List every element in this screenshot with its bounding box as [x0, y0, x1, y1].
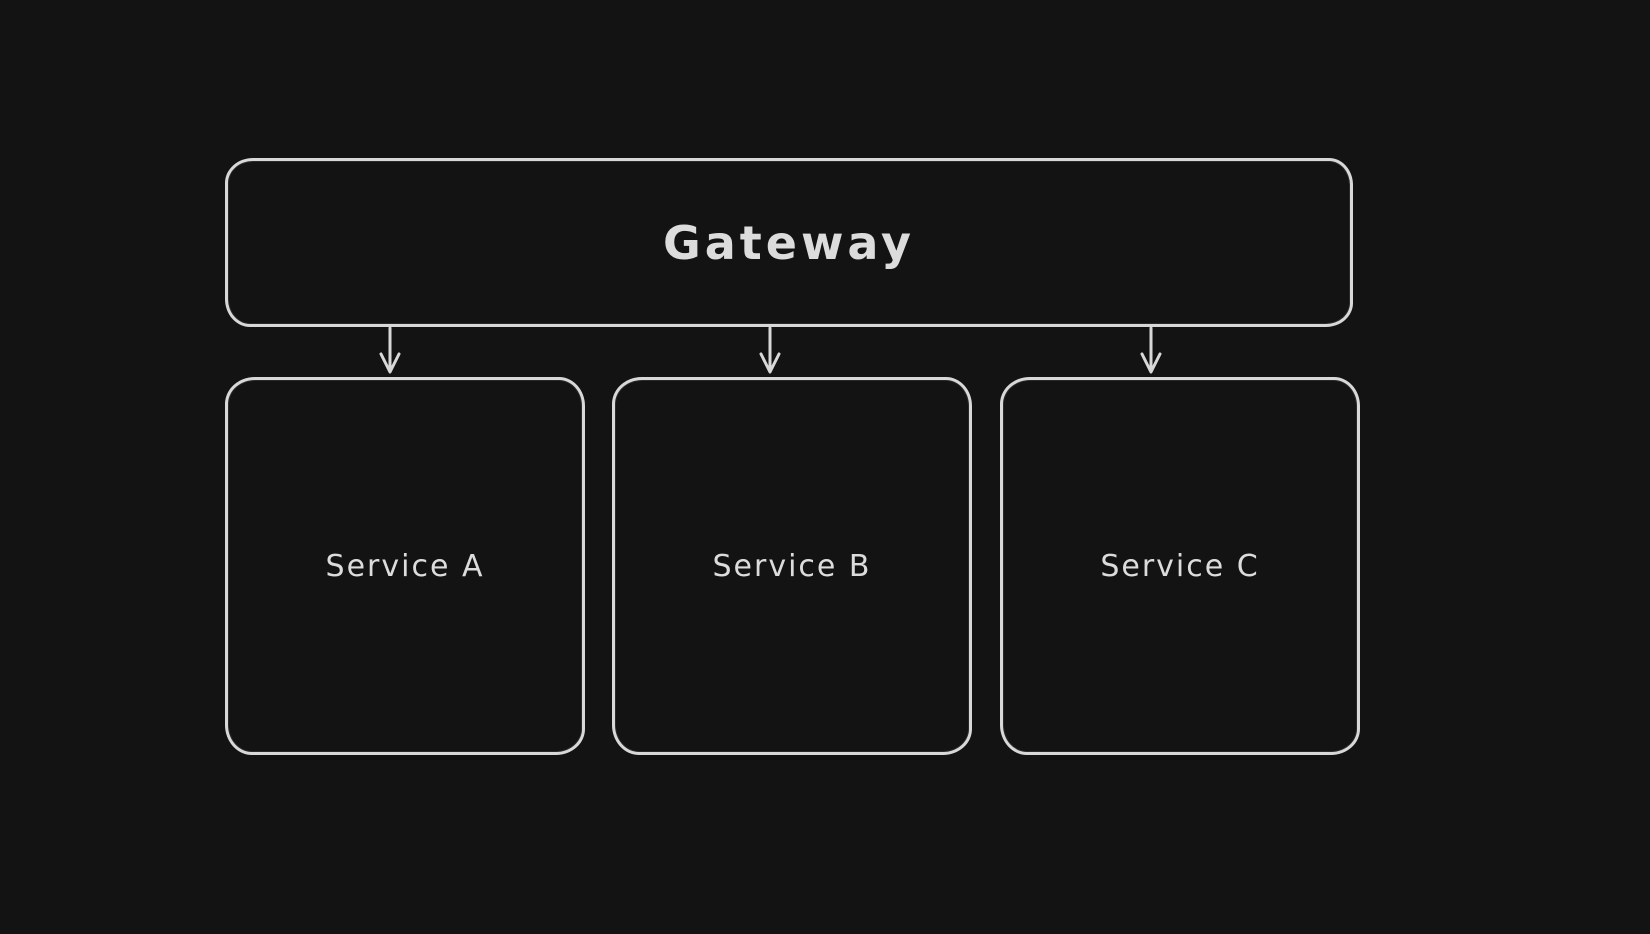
- node-service-a[interactable]: Service A: [225, 377, 585, 755]
- node-service-b-label: Service B: [712, 548, 872, 584]
- arrow-gateway-to-service-b-icon[interactable]: [759, 326, 781, 374]
- node-service-b[interactable]: Service B: [612, 377, 972, 755]
- node-service-c[interactable]: Service C: [1000, 377, 1360, 755]
- node-service-c-label: Service C: [1100, 548, 1260, 584]
- node-gateway[interactable]: Gateway: [225, 158, 1353, 327]
- node-gateway-label: Gateway: [662, 215, 916, 270]
- arrow-gateway-to-service-c-icon[interactable]: [1140, 326, 1162, 374]
- arrow-gateway-to-service-a-icon[interactable]: [379, 326, 401, 374]
- node-service-a-label: Service A: [325, 548, 485, 584]
